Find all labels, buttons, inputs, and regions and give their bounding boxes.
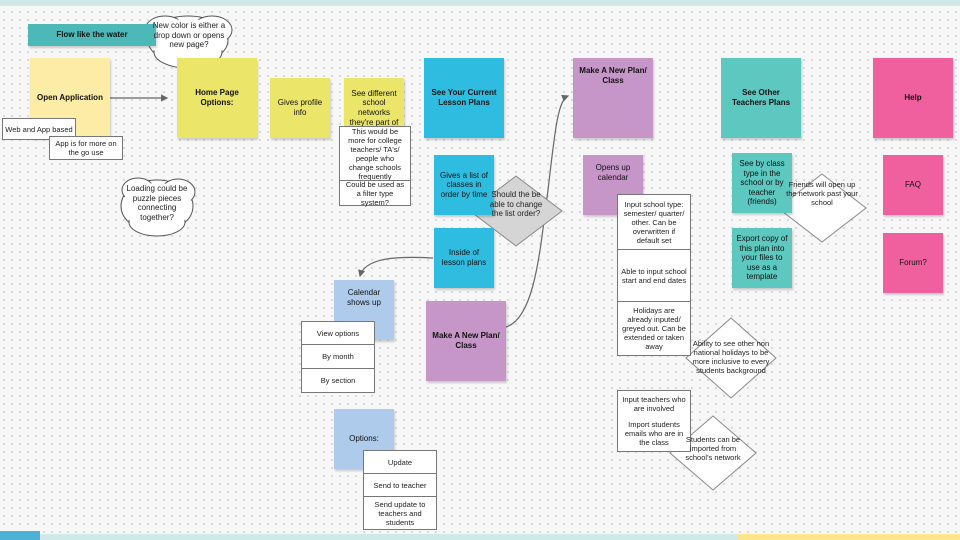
diamond-holidays-text: Ability to see other non national holida…: [692, 339, 770, 375]
new-plan-detail: Able to input school start and end dates: [617, 249, 691, 302]
calendar-options: View options By month By section: [301, 321, 375, 393]
new-plan-teachers: Input teachers who are involved Import s…: [617, 390, 691, 452]
calendar-option[interactable]: By month: [301, 344, 375, 369]
note-other-teachers-plans[interactable]: See Other Teachers Plans: [721, 58, 801, 138]
option-item[interactable]: Send to teacher: [363, 473, 437, 497]
calendar-option[interactable]: View options: [301, 321, 375, 345]
note-class-list[interactable]: Gives a list of classes in order by time: [434, 155, 494, 215]
bottom-bar-accent: [738, 534, 960, 540]
top-bar: [0, 0, 960, 6]
option-item[interactable]: Update: [363, 450, 437, 474]
diamond-friends-text: Friends will open up the network past yo…: [786, 180, 858, 207]
note-profile-info[interactable]: Gives profile info: [270, 78, 330, 138]
teachers-item: Input teachers who are involved: [617, 390, 691, 416]
box-web-and-app: Web and App based: [2, 118, 76, 140]
note-forum[interactable]: Forum?: [883, 233, 943, 293]
cloud-loading-text: Loading could be puzzle pieces connectin…: [126, 184, 188, 222]
new-plan-details: Input school type: semester/ quarter/ ot…: [617, 194, 691, 356]
new-plan-detail: Input school type: semester/ quarter/ ot…: [617, 194, 691, 250]
note-by-class-type[interactable]: See by class type in the school or by te…: [732, 153, 792, 213]
networks-notes: This would be more for college teachers/…: [339, 126, 411, 207]
banner-flow: Flow like the water: [28, 24, 156, 46]
diamond-students-text: Students can be imported from school's n…: [685, 435, 741, 462]
note-export-copy[interactable]: Export copy of this plan into your files…: [732, 228, 792, 288]
bottom-bar: [0, 534, 960, 540]
note-make-new-plan-secondary[interactable]: Make A New Plan/ Class: [426, 301, 506, 381]
cloud-new-color-text: New color is either a drop down or opens…: [152, 21, 226, 50]
networks-note: Could be used as a filter type system?: [339, 180, 411, 207]
teachers-item: Import students emails who are in the cl…: [617, 416, 691, 452]
options-list: Update Send to teacher Send update to te…: [363, 450, 437, 530]
note-faq[interactable]: FAQ: [883, 155, 943, 215]
note-make-new-plan[interactable]: Make A New Plan/ Class: [573, 58, 653, 138]
networks-note: This would be more for college teachers/…: [339, 126, 411, 181]
calendar-option[interactable]: By section: [301, 368, 375, 393]
new-plan-detail: Holidays are already inputed/ greyed out…: [617, 301, 691, 356]
note-home-page[interactable]: Home Page Options:: [177, 58, 257, 138]
note-current-lesson-plans[interactable]: See Your Current Lesson Plans: [424, 58, 504, 138]
bottom-bar-tab: [0, 531, 40, 540]
box-on-the-go: App is for more on the go use: [49, 136, 123, 160]
diamond-list-order-text: Should the be able to change the list or…: [489, 190, 543, 219]
option-item[interactable]: Send update to teachers and students: [363, 496, 437, 530]
note-help[interactable]: Help: [873, 58, 953, 138]
note-inside-lesson-plans[interactable]: Inside of lesson plans: [434, 228, 494, 288]
